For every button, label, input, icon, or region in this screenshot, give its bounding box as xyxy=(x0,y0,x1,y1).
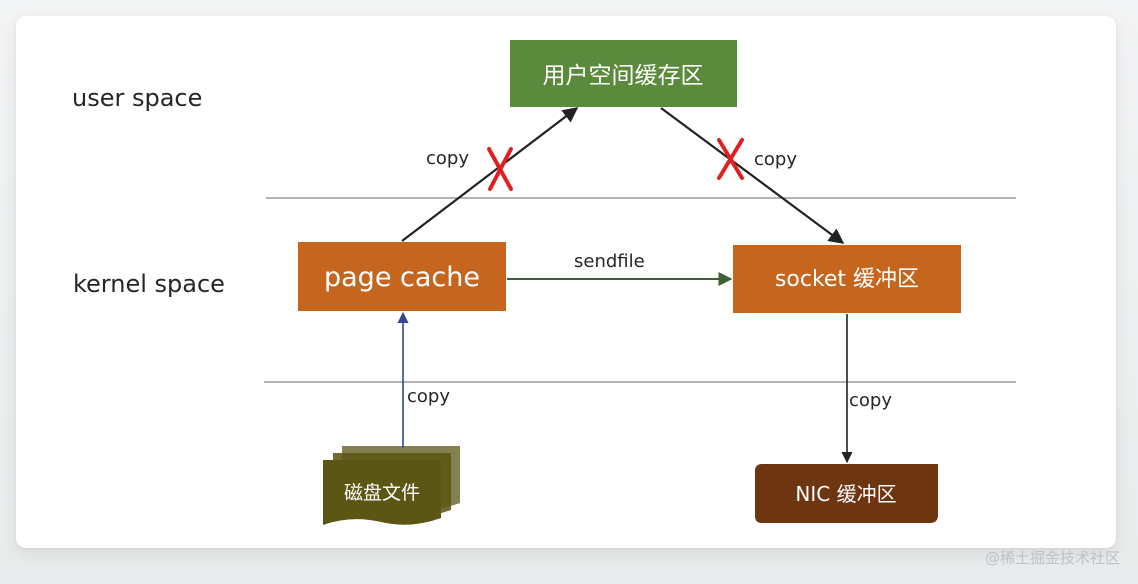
page-cache-label: page cache xyxy=(324,262,480,293)
page-cache-box xyxy=(298,242,506,311)
socket-buffer-node: socket 缓冲区 xyxy=(733,245,961,313)
sendfile-label: sendfile xyxy=(574,251,645,272)
nic-buffer-node: NIC 缓冲区 xyxy=(755,464,938,523)
user-space-buffer-box xyxy=(510,40,737,107)
disk-file-node: 磁盘文件 xyxy=(323,446,460,525)
disk-to-page-copy-label: copy xyxy=(407,386,450,407)
user-space-buffer-label: 用户空间缓存区 xyxy=(543,63,704,89)
page-to-user-cross-mark xyxy=(487,147,513,191)
socket-buffer-box xyxy=(733,245,961,313)
page-to-user-copy-arrow xyxy=(401,107,579,242)
user-to-socket-cross-mark xyxy=(717,138,744,180)
user-space-buffer-node: 用户空间缓存区 xyxy=(510,40,737,107)
kernel-space-label: kernel space xyxy=(73,270,225,298)
nic-buffer-box xyxy=(755,464,938,523)
disk-file-label: 磁盘文件 xyxy=(344,482,420,504)
nic-buffer-label: NIC 缓冲区 xyxy=(795,482,896,506)
page-cache-node: page cache xyxy=(298,242,506,311)
user-to-socket-copy-label: copy xyxy=(754,149,797,170)
user-space-label: user space xyxy=(72,84,202,112)
watermark: @稀土掘金技术社区 xyxy=(984,549,1120,567)
user-to-socket-copy-arrow xyxy=(660,107,845,244)
socket-to-nic-copy-label: copy xyxy=(849,390,892,411)
socket-buffer-label: socket 缓冲区 xyxy=(775,267,919,292)
page-to-user-copy-label: copy xyxy=(426,148,469,169)
disk-file-front-sheet xyxy=(323,460,441,525)
